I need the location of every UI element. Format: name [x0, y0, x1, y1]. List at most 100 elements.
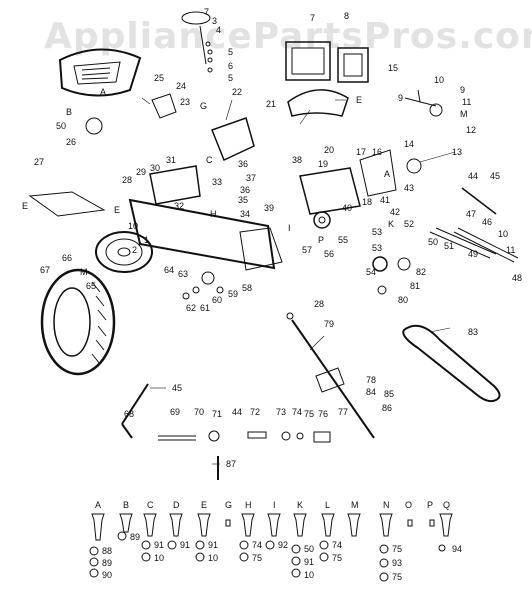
callout-label: 36 — [240, 185, 251, 195]
callout-label: 83 — [468, 327, 479, 337]
callout-label: 73 — [276, 407, 287, 417]
callout-label: 80 — [398, 295, 409, 305]
hardware-number: 94 — [452, 544, 463, 554]
callout-label: 31 — [166, 155, 177, 165]
callout-label: 67 — [40, 265, 51, 275]
callout-label: 13 — [452, 147, 463, 157]
callout-label: 71 — [212, 409, 223, 419]
callout-label: 61 — [200, 303, 211, 313]
hardware-letter: M — [351, 500, 359, 510]
steering-wheel-part — [181, 11, 213, 73]
hardware-number: 75 — [332, 553, 343, 563]
callout-label: 64 — [164, 265, 175, 275]
rear-wheel-hub-part — [95, 231, 153, 273]
callout-label: 41 — [380, 195, 391, 205]
callout-label: 2 — [132, 245, 138, 255]
callout-label: B — [66, 107, 73, 117]
callout-label: 87 — [226, 459, 237, 469]
steering-shaft-part — [404, 89, 443, 117]
callout-label: 75 — [304, 409, 315, 419]
callout-label: 8 — [344, 11, 350, 21]
linkage-parts — [121, 383, 331, 480]
callout-label: 10 — [128, 221, 139, 231]
hardware-letter: K — [297, 500, 304, 510]
hardware-number: 75 — [252, 553, 263, 563]
callout-label: 56 — [324, 249, 335, 259]
callout-label: 74 — [292, 407, 303, 417]
callout-label: 32 — [174, 201, 185, 211]
callout-label: 18 — [362, 197, 373, 207]
callout-label: 79 — [324, 319, 335, 329]
hood-part — [287, 89, 349, 117]
callout-label: G — [200, 101, 208, 111]
callout-label: 43 — [404, 183, 415, 193]
callout-label: 34 — [240, 209, 251, 219]
control-rod-part — [286, 312, 375, 439]
callout-label: 36 — [238, 159, 249, 169]
callout-label: 12 — [466, 125, 477, 135]
callout-label: 25 — [154, 73, 165, 83]
transmission-part — [299, 149, 422, 229]
callout-label: 5 — [228, 47, 234, 57]
callout-label: 63 — [178, 269, 189, 279]
hardware-letter: Q — [443, 500, 451, 510]
hardware-number: 10 — [208, 553, 219, 563]
callout-label: 5 — [228, 73, 234, 83]
callout-label: 26 — [66, 137, 77, 147]
callout-label: 11 — [506, 245, 516, 255]
hardware-letter: I — [273, 500, 276, 510]
panel-part — [28, 191, 106, 217]
callout-label: 57 — [302, 245, 313, 255]
hardware-number: 91 — [180, 540, 191, 550]
tire-part — [40, 268, 116, 376]
hardware-number: 89 — [130, 532, 141, 542]
callout-label: M — [460, 109, 468, 119]
callout-label: 86 — [382, 403, 393, 413]
callout-label: 44 — [468, 171, 479, 181]
main-frame-part — [128, 165, 283, 271]
callout-label: 45 — [172, 383, 183, 393]
hardware-number: 10 — [154, 553, 165, 563]
callout-label: 85 — [384, 389, 395, 399]
callout-label: 53 — [372, 227, 383, 237]
callout-label: 60 — [212, 295, 223, 305]
callout-label: 27 — [34, 157, 45, 167]
callout-label: 16 — [372, 147, 383, 157]
hardware-number: 88 — [102, 546, 113, 556]
hardware-number: 10 — [304, 570, 315, 580]
callout-label: 9 — [398, 93, 404, 103]
drive-belt-part — [402, 324, 501, 403]
callout-label: A — [384, 169, 391, 179]
callout-label: 77 — [338, 407, 349, 417]
callout-label: 78 — [366, 375, 377, 385]
callout-label: 42 — [390, 207, 401, 217]
pulley-part — [372, 187, 497, 295]
hardware-letter: B — [123, 500, 130, 510]
callout-label: 53 — [372, 243, 383, 253]
callout-label: 30 — [150, 163, 161, 173]
hardware-letter: E — [201, 500, 208, 510]
callout-label: 45 — [490, 171, 501, 181]
callout-label: 37 — [246, 173, 257, 183]
callout-label: 68 — [124, 409, 135, 419]
callout-label: 39 — [264, 203, 275, 213]
callout-label: 72 — [250, 407, 261, 417]
callout-label: 70 — [194, 407, 205, 417]
callout-label: 15 — [388, 63, 399, 73]
callout-label: 19 — [318, 159, 329, 169]
callout-label: 58 — [242, 283, 253, 293]
callout-label: 66 — [62, 253, 73, 263]
callout-label: 7 — [310, 13, 316, 23]
hardware-letter: N — [383, 500, 390, 510]
hardware-number: 91 — [304, 557, 315, 567]
callout-label: I — [288, 223, 291, 233]
callout-label: 50 — [428, 237, 439, 247]
callout-label: 54 — [366, 267, 377, 277]
callout-label: 28 — [314, 299, 325, 309]
callout-label: M — [80, 267, 88, 277]
callout-label: 14 — [404, 139, 415, 149]
hardware-letter: C — [147, 500, 154, 510]
hardware-number: 74 — [252, 540, 263, 550]
callout-label: 62 — [186, 303, 197, 313]
